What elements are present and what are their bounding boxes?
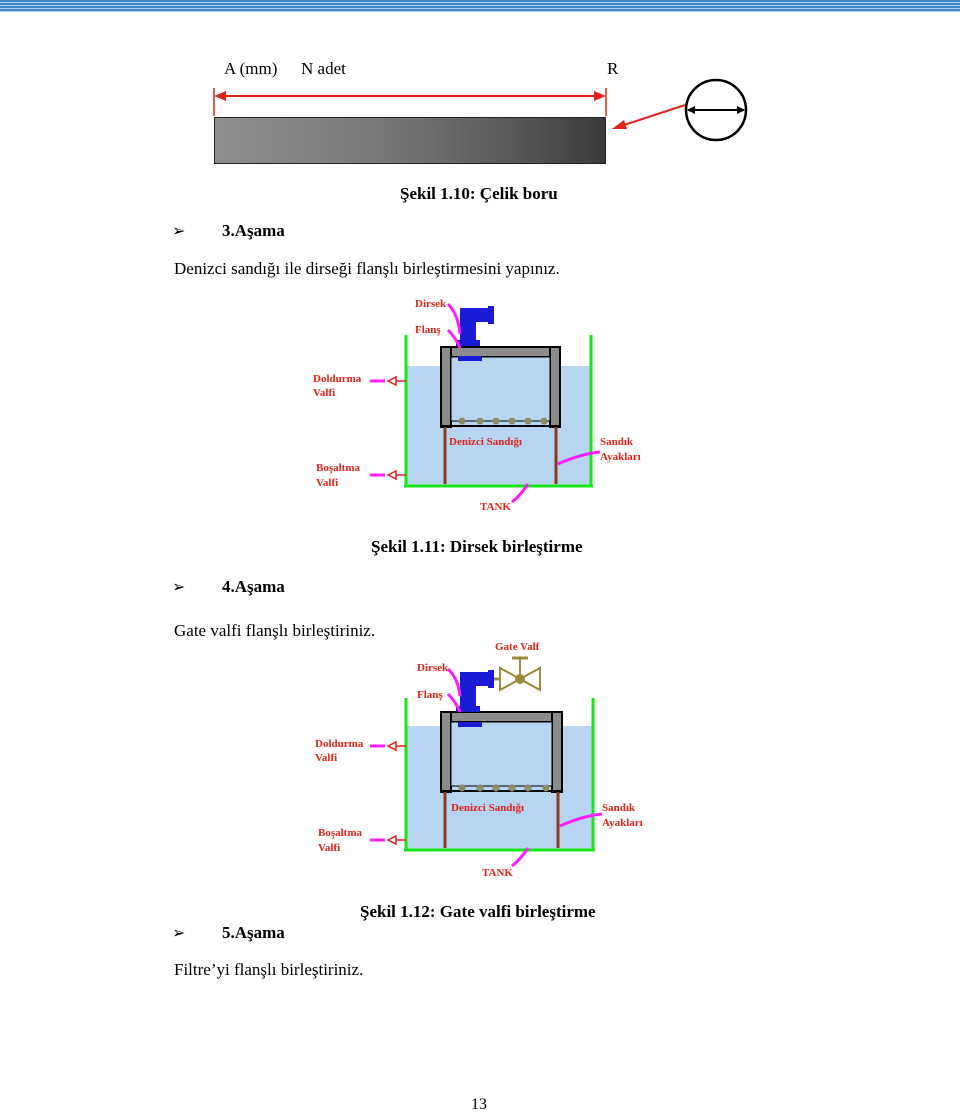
denizci-sandigi-box bbox=[450, 356, 551, 422]
section-pointer-arrow-icon bbox=[612, 120, 627, 129]
flange bbox=[456, 706, 480, 712]
doldurma-valfi-label: Valfi bbox=[315, 752, 337, 764]
gate-valve-icon bbox=[494, 656, 541, 692]
ayaklari-label: Ayakları bbox=[600, 451, 641, 463]
bosaltma-valfi-label: Valfi bbox=[318, 842, 340, 854]
step-5-title: 5.Aşama bbox=[222, 923, 285, 942]
doldurma-label: Doldurma bbox=[313, 373, 362, 385]
doldurma-valfi-label: Valfi bbox=[313, 387, 335, 399]
bullet-arrow-icon: ➢ bbox=[172, 223, 186, 240]
bullet-arrow-icon: ➢ bbox=[172, 925, 186, 942]
denizci-sandigi-label: Denizci Sandığı bbox=[449, 436, 522, 448]
step-4-title: 4.Aşama bbox=[222, 577, 285, 596]
page-number: 13 bbox=[471, 1096, 487, 1113]
flange bbox=[456, 340, 480, 346]
figure-1-12-caption: Şekil 1.12: Gate valfi birleştirme bbox=[360, 902, 596, 921]
bosaltma-valve-icon bbox=[386, 469, 397, 481]
dirsek-label: Dirsek bbox=[417, 662, 449, 674]
figure-1-12-diagram: Gate Valf Dirsek Flanş Doldurma Valfi Bo… bbox=[315, 641, 643, 879]
dirsek-label: Dirsek bbox=[415, 298, 447, 310]
sandik-label: Sandık bbox=[600, 436, 634, 448]
sandik-label: Sandık bbox=[602, 802, 636, 814]
bosaltma-valve-icon bbox=[386, 834, 397, 846]
bosaltma-label: Boşaltma bbox=[316, 462, 361, 474]
radius-r-label: R bbox=[607, 59, 619, 78]
gate-valf-label: Gate Valf bbox=[495, 641, 540, 653]
length-arrow-left-icon bbox=[214, 91, 226, 101]
flans-label: Flanş bbox=[415, 324, 441, 336]
bosaltma-label: Boşaltma bbox=[318, 827, 363, 839]
tank-label: TANK bbox=[482, 867, 513, 879]
bullet-arrow-icon: ➢ bbox=[172, 579, 186, 596]
denizci-sandigi-box bbox=[450, 721, 553, 787]
doldurma-label: Doldurma bbox=[315, 738, 364, 750]
steel-pipe-bar bbox=[214, 117, 606, 164]
figure-1-11-diagram: Dirsek Flanş Doldurma Valfi Boşaltma Val… bbox=[313, 298, 641, 513]
doldurma-valve-icon bbox=[386, 375, 397, 387]
step-5-text: Filtre’yi flanşlı birleştiriniz. bbox=[174, 960, 364, 979]
ayaklari-label: Ayakları bbox=[602, 817, 643, 829]
tank-label: TANK bbox=[480, 501, 511, 513]
length-arrow-right-icon bbox=[594, 91, 606, 101]
denizci-sandigi-label: Denizci Sandığı bbox=[451, 802, 524, 814]
step-3-title: 3.Aşama bbox=[222, 221, 285, 240]
figure-1-10-caption: Şekil 1.10: Çelik boru bbox=[400, 184, 558, 203]
doldurma-valve-icon bbox=[386, 740, 397, 752]
step-4-text: Gate valfi flanşlı birleştiriniz. bbox=[174, 621, 376, 640]
dimension-a-label: A (mm) bbox=[224, 59, 278, 78]
bosaltma-valfi-label: Valfi bbox=[316, 477, 338, 489]
page-header-border bbox=[0, 0, 960, 12]
count-n-label: N adet bbox=[301, 59, 346, 78]
flans-label: Flanş bbox=[417, 689, 443, 701]
section-pointer-line bbox=[617, 104, 686, 128]
step-3-text: Denizci sandığı ile dirseği flanşlı birl… bbox=[174, 259, 560, 278]
figure-1-11-caption: Şekil 1.11: Dirsek birleştirme bbox=[371, 537, 583, 556]
pipe-dimension-drawing bbox=[213, 78, 748, 142]
